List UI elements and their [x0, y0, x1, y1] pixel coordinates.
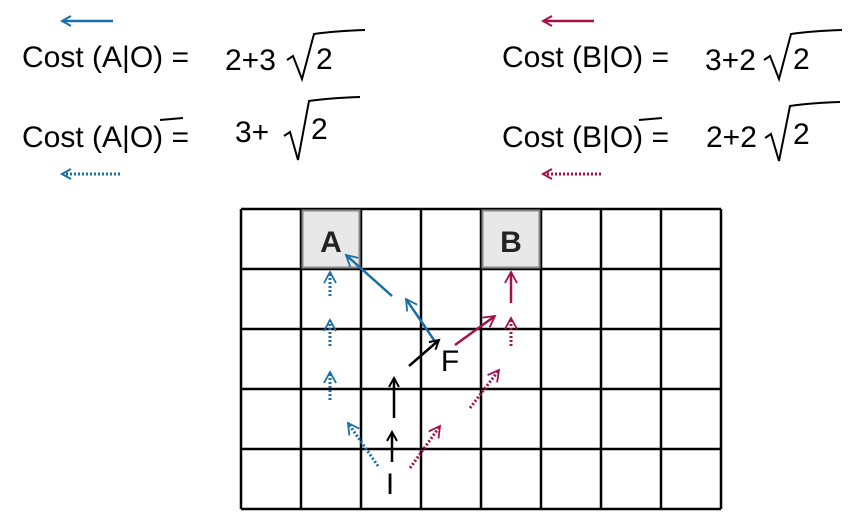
- sqrt-symbol: [283, 96, 361, 161]
- arrow-red-solid: [454, 314, 497, 347]
- path-a-solid: [344, 253, 438, 344]
- arrow-blue-dotted: [346, 421, 380, 467]
- equation-left-suffix: ) =: [633, 121, 669, 154]
- path-b-solid: [454, 270, 518, 347]
- equation-cost-a-observed: Cost (A|O) = 2+3 2: [22, 29, 366, 83]
- equation-left: Cost (B|O) =: [502, 41, 669, 74]
- equation-left-suffix: ) =: [153, 121, 189, 154]
- sqrt-symbol: [764, 101, 841, 162]
- grid: [239, 207, 723, 511]
- path-a-dotted: [323, 270, 380, 467]
- equation-cost-b-not-observed: Cost (B|O) = 2+2 2: [502, 101, 841, 162]
- sqrt-argument: 2: [311, 113, 328, 146]
- start-label: I: [386, 468, 394, 501]
- equation-left-prefix: Cost (A|: [22, 121, 130, 154]
- svg-text:Cost (B|O) =: Cost (B|O) =: [502, 121, 669, 154]
- arrow-red-dotted: [408, 424, 442, 469]
- sqrt-argument: 2: [793, 43, 810, 76]
- goal-label-a: A: [320, 226, 342, 259]
- arrow-blue-solid: [404, 297, 438, 344]
- sqrt-symbol: [763, 29, 843, 83]
- equation-value: 2+3: [225, 44, 276, 77]
- arrow-black: [408, 340, 439, 367]
- sqrt-symbol: [286, 29, 366, 83]
- equation-value: 3+2: [705, 44, 756, 77]
- equation-left-bar: O: [610, 121, 633, 154]
- equation-left-bar: O: [130, 121, 153, 154]
- overline: [638, 117, 663, 121]
- equation-cost-b-observed: Cost (B|O) = 3+2 2: [502, 29, 843, 83]
- equation-left-prefix: Cost (B|: [502, 121, 610, 154]
- overline: [159, 117, 184, 121]
- goal-cell-border-b: [481, 209, 541, 269]
- svg-text:Cost (A|O) =: Cost (A|O) =: [22, 121, 189, 154]
- equation-value: 2+2: [706, 121, 757, 154]
- sqrt-argument: 2: [316, 43, 333, 76]
- fork-label: F: [441, 345, 459, 378]
- equation-cost-a-not-observed: Cost (A|O) = 3+ 2: [22, 96, 361, 161]
- goal-label-b: B: [500, 226, 522, 259]
- path-b-dotted: [408, 316, 518, 469]
- equation-value: 3+: [235, 116, 269, 149]
- path-shared: [392, 340, 439, 462]
- arrow-blue-solid: [344, 253, 393, 297]
- equation-left: Cost (A|O) =: [22, 41, 189, 74]
- sqrt-argument: 2: [793, 118, 810, 151]
